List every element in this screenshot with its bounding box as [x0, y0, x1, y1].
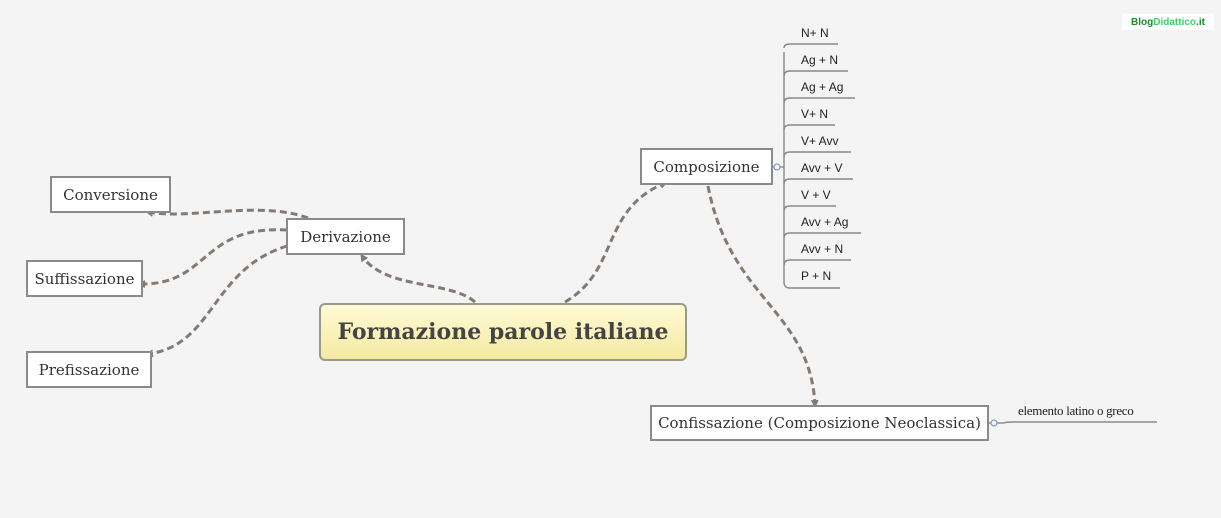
central-topic[interactable]: Formazione parole italiane [319, 303, 687, 361]
topic-suffissazione[interactable]: Suffissazione [26, 260, 143, 297]
composizione-item[interactable]: N+ N [801, 26, 829, 40]
composizione-item[interactable]: P + N [801, 269, 832, 283]
topic-confissazione[interactable]: Confissazione (Composizione Neoclassica) [650, 405, 989, 441]
topic-conversione[interactable]: Conversione [50, 176, 171, 213]
composizione-item[interactable]: Avv + N [801, 242, 844, 256]
confissazione-collapse-icon[interactable] [990, 419, 998, 427]
composizione-item[interactable]: Ag + Ag [801, 80, 844, 94]
confissazione-note[interactable]: elemento latino o greco [1018, 403, 1134, 418]
connector-derivazione-prefissazione [145, 244, 288, 358]
topic-derivazione[interactable]: Derivazione [286, 218, 405, 255]
topic-prefissazione[interactable]: Prefissazione [26, 351, 152, 388]
connector-derivazione-suffissazione [137, 228, 288, 289]
composizione-item[interactable]: Avv + V [801, 161, 843, 175]
connector-central-derivazione [360, 253, 476, 304]
connector-composizione-confissazione [706, 185, 819, 408]
composizione-item[interactable]: V+ Avv [801, 134, 839, 148]
confissazione-note-line [989, 421, 1157, 424]
composizione-item[interactable]: V+ N [801, 107, 829, 121]
composizione-item[interactable]: Ag + N [801, 53, 839, 67]
connector-central-composizione [564, 181, 668, 304]
topic-composizione[interactable]: Composizione [640, 148, 773, 185]
composizione-collapse-icon[interactable] [773, 163, 781, 171]
composizione-item[interactable]: V + V [801, 188, 831, 202]
connector-derivazione-conversione [145, 208, 309, 220]
composizione-item[interactable]: Avv + Ag [801, 215, 849, 229]
